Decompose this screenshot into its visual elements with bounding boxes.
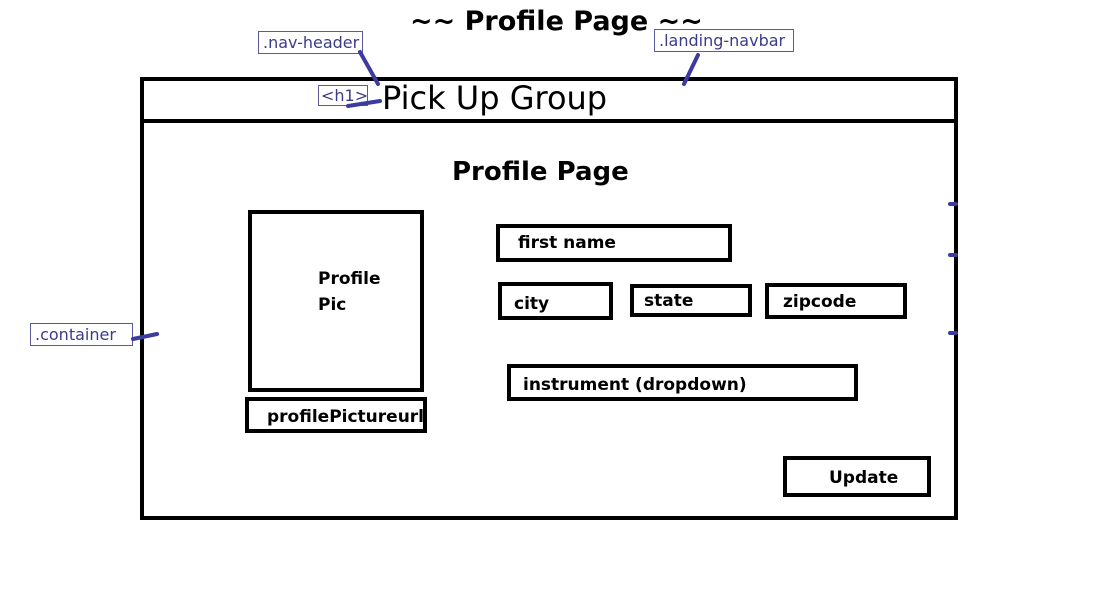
update-button-label: Update xyxy=(829,468,899,488)
h1-connector xyxy=(346,99,382,108)
profile-heading: Profile Page xyxy=(452,157,629,187)
profile-picture-url-field[interactable]: profilePictureurl xyxy=(245,397,427,433)
profile-picture: Profile Pic xyxy=(248,210,424,392)
instrument-dropdown[interactable]: instrument (dropdown) xyxy=(507,364,858,401)
profile-picture-label: Profile Pic xyxy=(318,269,381,315)
landing-navbar-connector xyxy=(682,53,700,86)
landing-navbar-annotation: .landing-navbar xyxy=(654,29,794,52)
profile-picture-url-label: profilePictureurl xyxy=(267,407,425,427)
navbar-divider xyxy=(140,119,954,123)
nav-header-annotation: .nav-header xyxy=(258,31,363,54)
state-field[interactable]: state xyxy=(630,284,752,317)
city-label: city xyxy=(514,294,550,314)
first-name-field[interactable]: first name xyxy=(496,224,732,262)
instrument-label: instrument (dropdown) xyxy=(523,375,747,395)
update-button[interactable]: Update xyxy=(783,456,931,497)
zipcode-field[interactable]: zipcode xyxy=(765,283,907,319)
first-name-label: first name xyxy=(518,233,616,253)
state-label: state xyxy=(644,291,694,311)
city-field[interactable]: city xyxy=(498,282,613,320)
zipcode-label: zipcode xyxy=(783,292,857,312)
container-annotation: .container xyxy=(30,323,133,346)
landing-navbar-frame xyxy=(140,77,958,520)
nav-header-connector xyxy=(358,50,380,86)
h1-tag-annotation: <h1> xyxy=(318,85,368,106)
container-connector xyxy=(131,332,159,341)
navbar-brand[interactable]: Pick Up Group xyxy=(382,79,608,117)
